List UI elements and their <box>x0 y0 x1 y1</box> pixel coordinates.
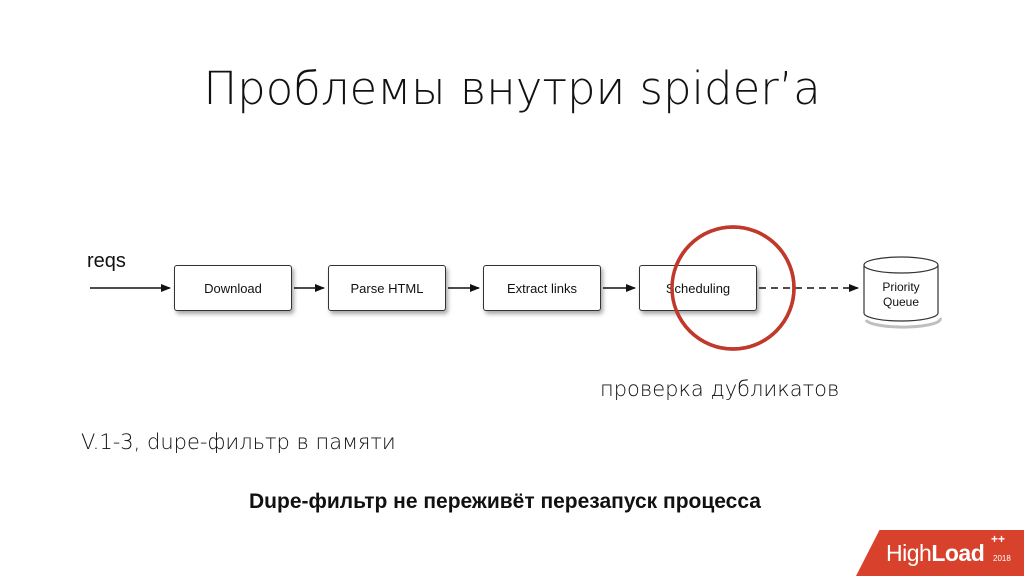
queue-label-line-1: Priority <box>882 280 920 294</box>
queue-label-line-2: Queue <box>882 295 920 309</box>
logo-part-load: Load <box>931 540 985 566</box>
stage-extract-links: Extract links <box>483 265 601 311</box>
logo-plus: ++ <box>991 532 1006 546</box>
duplicate-check-note: проверка дубликатов <box>600 377 840 401</box>
conclusion-text: Dupe-фильтр не переживёт перезапуск проц… <box>249 490 761 513</box>
stage-parse-html: Parse HTML <box>328 265 446 311</box>
input-label: reqs <box>87 250 126 272</box>
slide-title: Проблемы внутри spider’a <box>203 62 821 115</box>
logo-wordmark: HighLoad <box>886 540 985 567</box>
stage-scheduling: Scheduling <box>639 265 757 311</box>
highload-logo: HighLoad ++ 2018 <box>856 530 1024 576</box>
version-note: V.1-3, dupe-фильтр в памяти <box>81 430 396 454</box>
logo-year: 2018 <box>993 554 1011 563</box>
priority-queue-cylinder <box>863 256 942 329</box>
stage-download: Download <box>174 265 292 311</box>
logo-part-high: High <box>886 540 932 566</box>
priority-queue-label: Priority Queue <box>862 280 940 310</box>
